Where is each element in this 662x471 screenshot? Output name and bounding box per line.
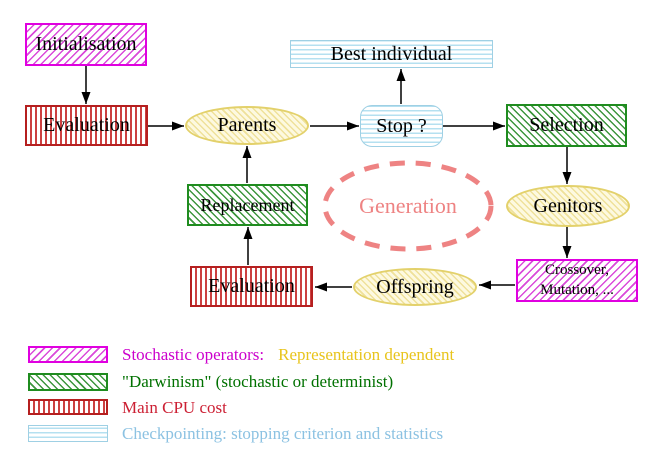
node-stop-label: Stop ? — [376, 114, 427, 137]
node-crossover-label-line2: Mutation, ... — [540, 281, 614, 298]
node-initialisation-label: Initialisation — [35, 33, 137, 55]
legend-text-checkpointing: Checkpointing: stopping criterion and st… — [122, 424, 444, 443]
generation-dashed-ellipse — [322, 160, 494, 252]
legend-label-main-cpu-cost: Main CPU cost — [122, 398, 227, 418]
node-offspring-label: Offspring — [376, 275, 454, 298]
node-selection: Selection — [506, 104, 627, 147]
legend-label-stochastic-operators: Stochastic operators: Representation depe… — [122, 345, 454, 365]
node-best-individual-label: Best individual — [330, 42, 453, 65]
legend-text-darwinism: "Darwinism" (stochastic or determinist) — [122, 372, 394, 391]
node-evaluation-bottom: Evaluation — [190, 266, 313, 307]
legend-swatch-checkpointing — [28, 425, 108, 442]
node-genitors-label: Genitors — [533, 194, 603, 217]
node-parents-label: Parents — [217, 114, 277, 136]
legend-text-main-cpu-cost: Main CPU cost — [122, 398, 227, 417]
node-stop: Stop ? — [360, 105, 443, 147]
node-best-individual: Best individual — [290, 40, 493, 68]
node-evaluation-top: Evaluation — [25, 105, 148, 146]
legend-text-representation-dependent: Representation dependent — [278, 345, 455, 364]
legend-label-darwinism: "Darwinism" (stochastic or determinist) — [122, 372, 393, 392]
node-evaluation-bottom-label: Evaluation — [208, 275, 295, 297]
legend-swatch-main-cpu-cost — [28, 399, 108, 415]
legend-text-stochastic-operators: Stochastic operators: — [122, 345, 265, 364]
legend-swatch-stochastic-operators — [28, 346, 108, 363]
node-genitors: Genitors — [506, 185, 630, 227]
legend-swatch-darwinism — [28, 373, 108, 391]
node-replacement: Replacement — [187, 184, 308, 226]
node-selection-label: Selection — [529, 114, 604, 136]
legend-label-checkpointing: Checkpointing: stopping criterion and st… — [122, 424, 443, 444]
node-crossover-mutation: Crossover, Mutation, ... — [516, 259, 638, 302]
node-initialisation: Initialisation — [25, 23, 147, 66]
node-crossover-label-line1: Crossover, — [545, 262, 609, 278]
node-evaluation-top-label: Evaluation — [43, 114, 130, 136]
node-replacement-label: Replacement — [200, 194, 295, 215]
node-offspring: Offspring — [353, 268, 477, 306]
generation-label: Generation — [359, 193, 457, 218]
node-parents: Parents — [185, 106, 309, 145]
